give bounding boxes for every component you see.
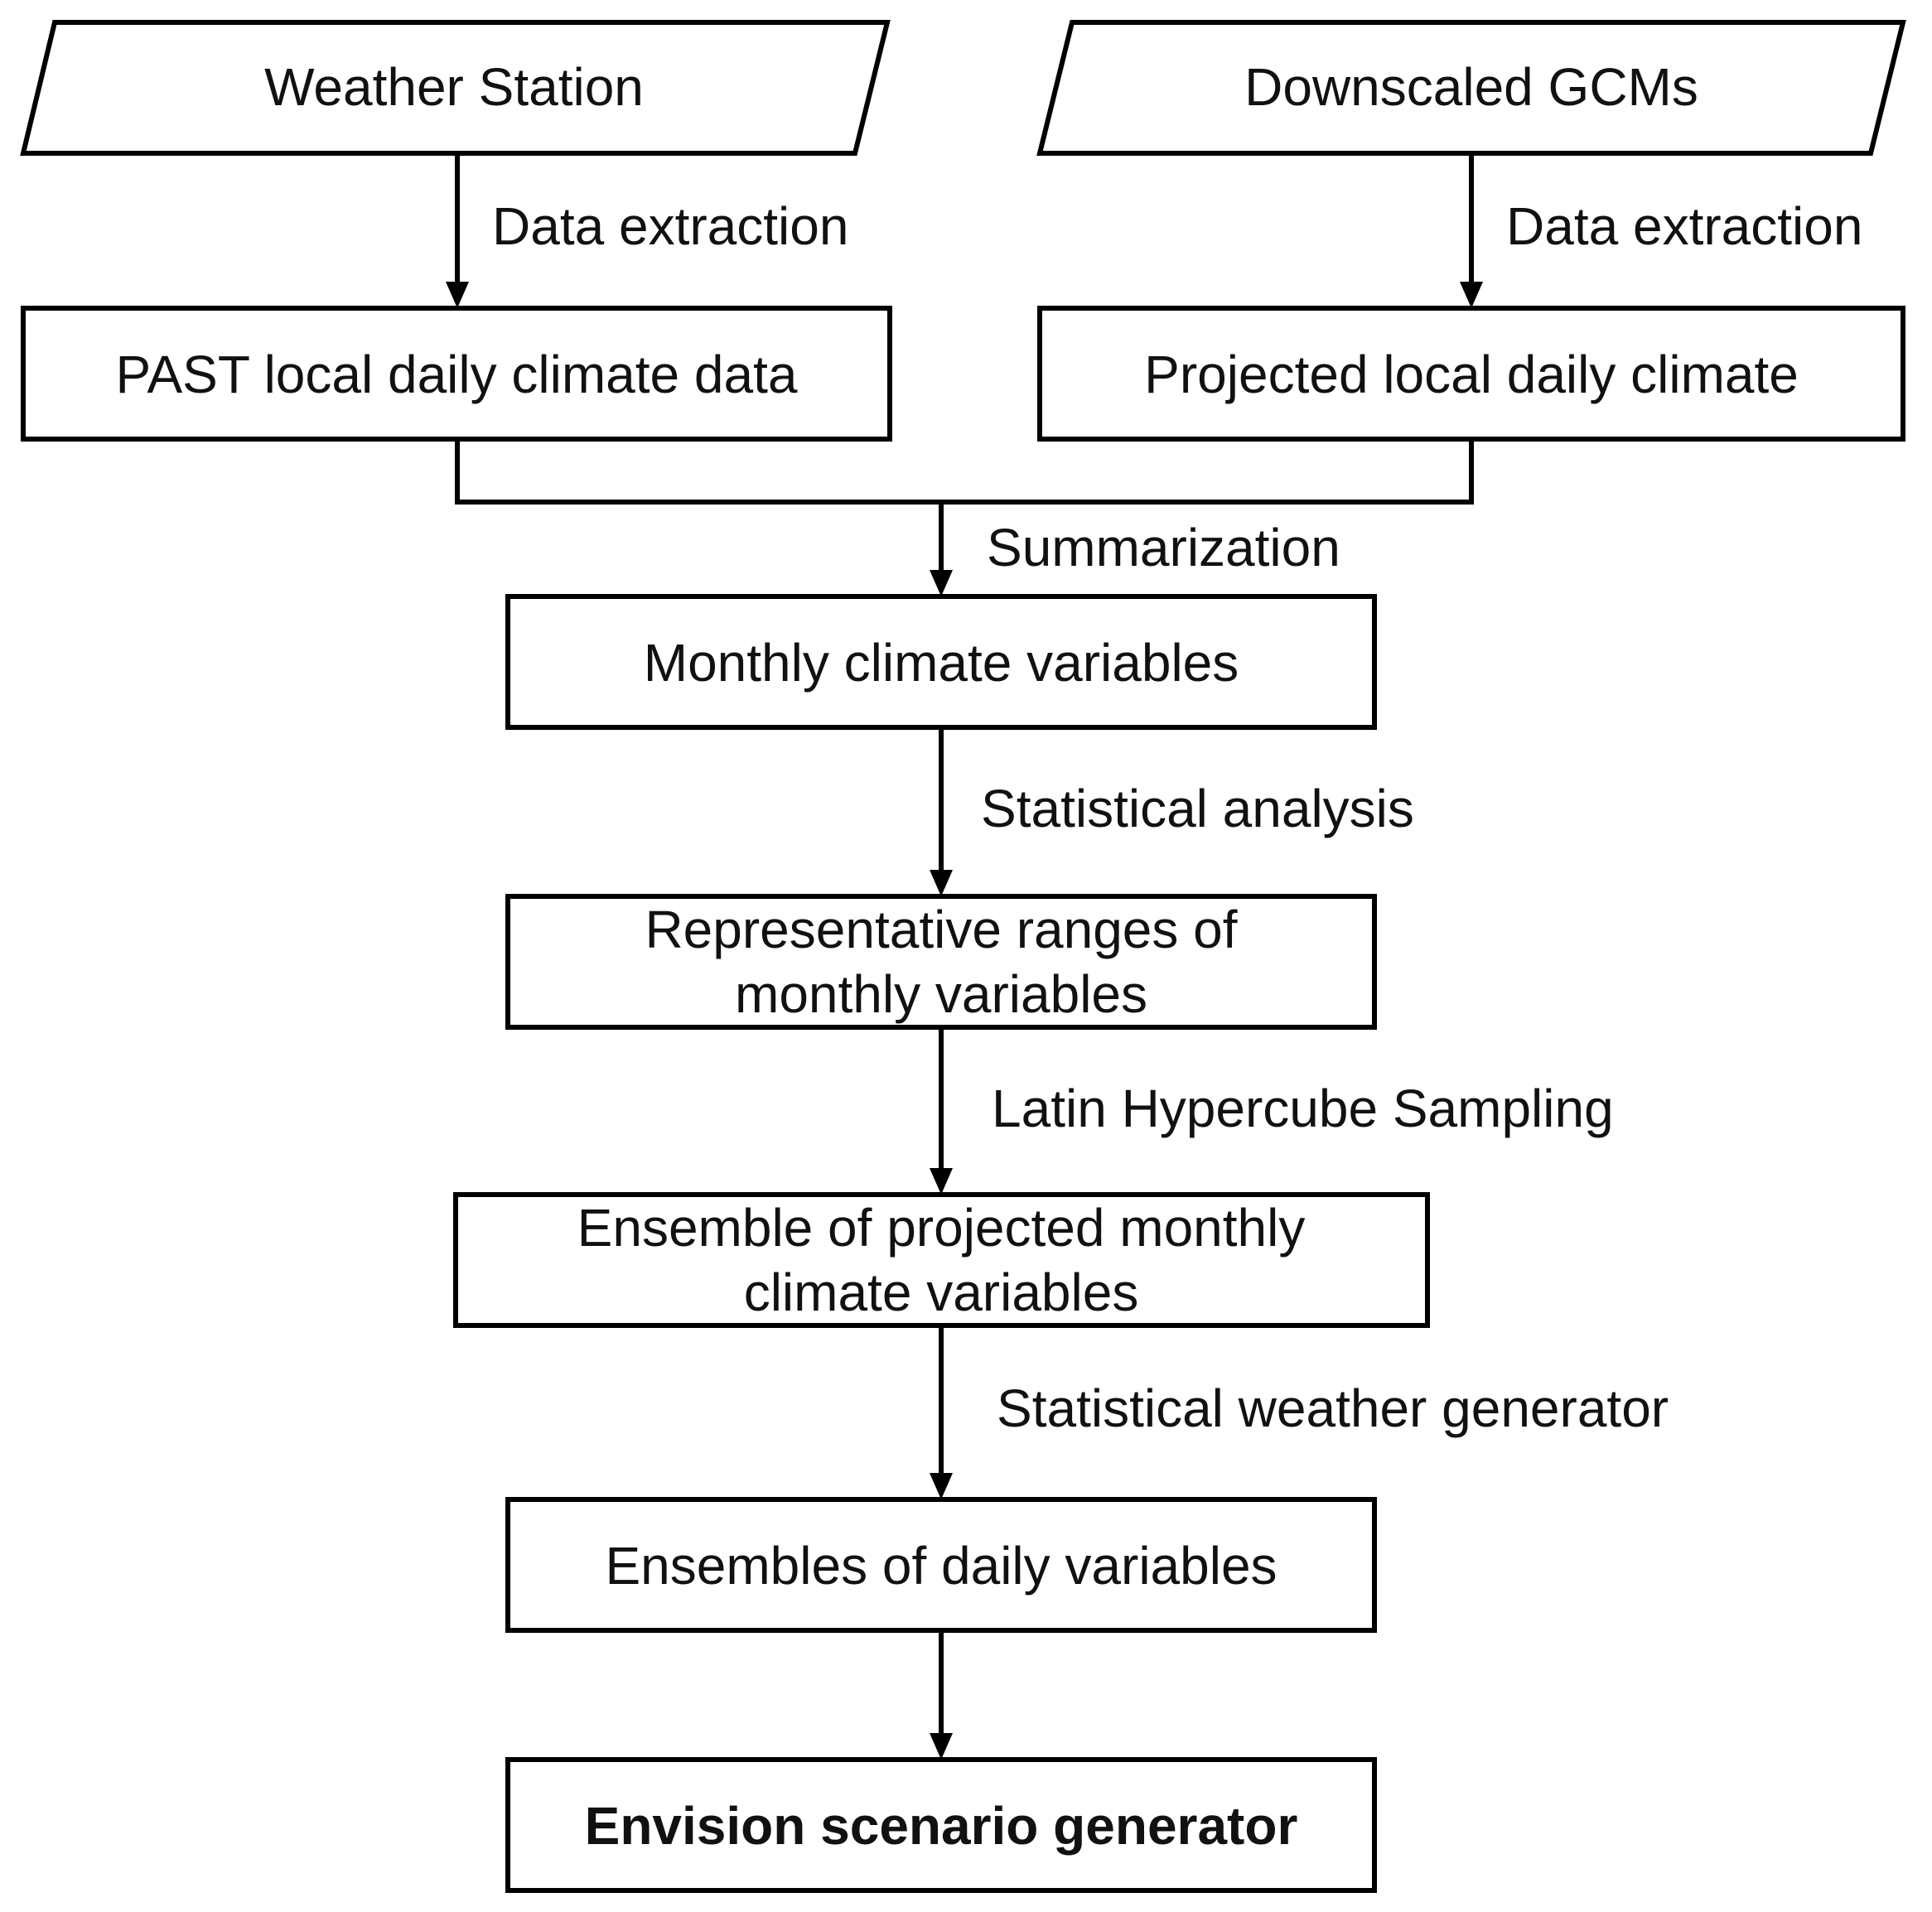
representative-ranges-box (505, 894, 1377, 1030)
edge-latin-hypercube: Latin Hypercube Sampling (930, 1027, 1614, 1195)
arrowhead-icon (930, 1473, 953, 1499)
past-local-climate-box (21, 306, 892, 442)
ensemble-projected-monthly-label-line1: Ensemble of projected monthly (577, 1198, 1306, 1258)
arrowhead-icon (446, 282, 469, 308)
ensemble-projected-monthly-box (453, 1192, 1430, 1328)
envision-scenario-generator-box (505, 1757, 1377, 1893)
edge-data-extraction-right: Data extraction (1460, 153, 1862, 308)
node-envision-scenario-generator: Envision scenario generator (505, 1757, 1377, 1893)
edge-weather-generator: Statistical weather generator (930, 1325, 1669, 1499)
merge-connector (455, 439, 1474, 505)
node-past-local-climate: PAST local daily climate data (21, 306, 892, 442)
edge-label-data-extraction-left: Data extraction (492, 196, 848, 256)
edge-summarization: Summarization (455, 439, 1474, 596)
arrowhead-icon (930, 1733, 953, 1760)
ensembles-daily-box (505, 1497, 1377, 1633)
weather-station-label: Weather Station (264, 57, 644, 117)
edge-data-extraction-left: Data extraction (446, 153, 848, 308)
projected-local-climate-label: Projected local daily climate (1144, 345, 1799, 404)
node-projected-local-climate: Projected local daily climate (1037, 306, 1905, 442)
node-representative-ranges: Representative ranges of monthly variabl… (505, 894, 1377, 1030)
edge-label-weather-generator: Statistical weather generator (997, 1378, 1669, 1438)
arrowhead-icon (1460, 282, 1483, 308)
edge-label-statistical-analysis: Statistical analysis (981, 779, 1414, 838)
ensembles-daily-label: Ensembles of daily variables (605, 1536, 1277, 1596)
node-weather-station: Weather Station (20, 20, 891, 156)
ensemble-projected-monthly-label-line2: climate variables (744, 1263, 1139, 1322)
arrowhead-icon (930, 1168, 953, 1195)
edge-label-latin-hypercube: Latin Hypercube Sampling (992, 1079, 1614, 1138)
edge-label-data-extraction-right: Data extraction (1506, 196, 1862, 256)
edge-label-summarization: Summarization (987, 518, 1340, 577)
projected-local-climate-box (1037, 306, 1905, 442)
edge-statistical-analysis: Statistical analysis (930, 727, 1414, 896)
node-ensemble-projected-monthly: Ensemble of projected monthly climate va… (453, 1192, 1430, 1328)
node-monthly-climate-variables: Monthly climate variables (505, 594, 1377, 730)
monthly-climate-variables-label: Monthly climate variables (644, 633, 1239, 693)
downscaled-gcms-shape (1036, 20, 1906, 156)
downscaled-gcms-label: Downscaled GCMs (1244, 57, 1698, 117)
representative-ranges-label-line2: monthly variables (735, 964, 1147, 1024)
edge-to-envision (930, 1630, 953, 1760)
arrowhead-icon (930, 570, 953, 596)
node-ensembles-daily: Ensembles of daily variables (505, 1497, 1377, 1633)
weather-station-shape (20, 20, 891, 156)
monthly-climate-variables-box (505, 594, 1377, 730)
arrowhead-icon (930, 870, 953, 896)
representative-ranges-label-line1: Representative ranges of (645, 900, 1237, 959)
past-local-climate-label: PAST local daily climate data (116, 345, 798, 404)
envision-scenario-generator-label: Envision scenario generator (585, 1796, 1298, 1856)
node-downscaled-gcms: Downscaled GCMs (1036, 20, 1906, 156)
